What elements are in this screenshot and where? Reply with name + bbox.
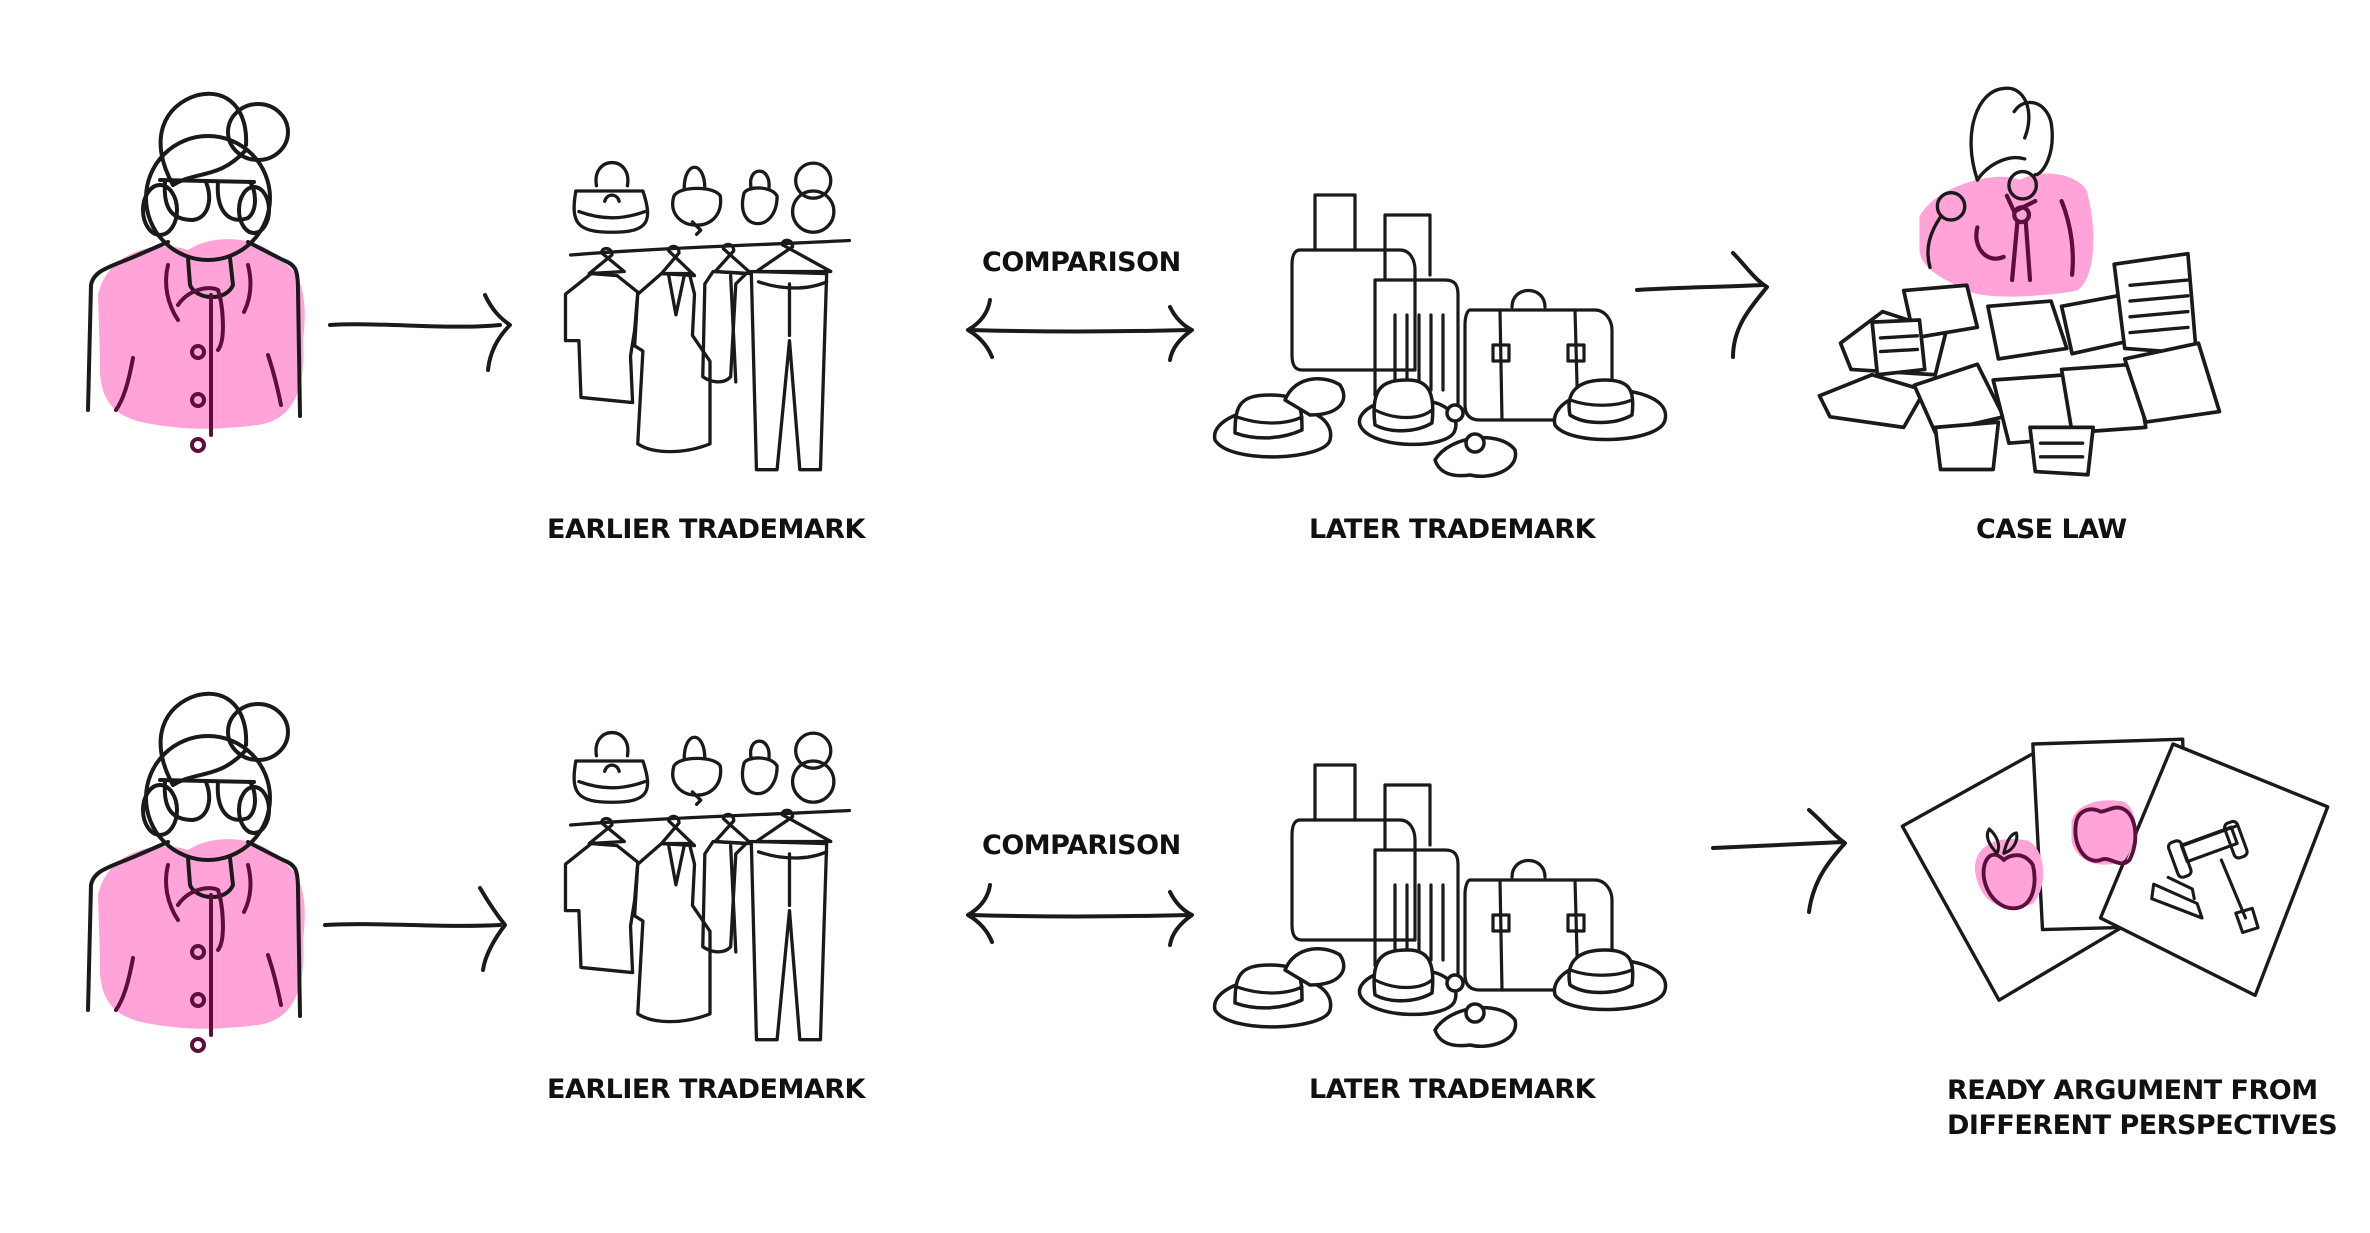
row2-comparison-label: COMPARISON [982, 830, 1181, 861]
row1-case-law-label: CASE LAW [1976, 514, 2127, 545]
row2-ready-argument-label-line1: READY ARGUMENT FROM [1947, 1075, 2318, 1106]
row2-arrow-right-2-icon [1705, 800, 1865, 925]
row2-luggage-and-hats-icon [1205, 755, 1675, 1060]
row1-clothing-rack-icon [560, 160, 860, 485]
row2-documents-apple-gavel-icon [1890, 715, 2340, 1010]
row2-person-icon [68, 691, 328, 1065]
row2-ready-argument-label-line2: DIFFERENT PERSPECTIVES [1947, 1110, 2338, 1141]
row2-clothing-rack-icon [560, 730, 860, 1055]
row2-later-trademark-label: LATER TRADEMARK [1309, 1074, 1596, 1105]
row1-lawyer-with-papers-icon [1770, 80, 2290, 485]
row1-arrow-right-1-icon [320, 290, 520, 375]
row1-comparison-label: COMPARISON [982, 247, 1181, 278]
row1-luggage-and-hats-icon [1205, 185, 1675, 490]
row1-arrow-both-icon [960, 295, 1200, 370]
row2-arrow-right-1-icon [315, 880, 515, 975]
row1-earlier-trademark-label: EARLIER TRADEMARK [547, 514, 865, 545]
row1-arrow-right-2-icon [1625, 245, 1785, 370]
row1-person-icon [68, 91, 328, 465]
row2-earlier-trademark-label: EARLIER TRADEMARK [547, 1074, 865, 1105]
row1-later-trademark-label: LATER TRADEMARK [1309, 514, 1596, 545]
row2-arrow-both-icon [960, 880, 1200, 955]
